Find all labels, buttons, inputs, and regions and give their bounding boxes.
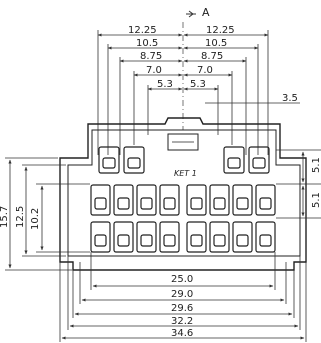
dim-bottom-29-0: 29.0: [171, 289, 193, 300]
terminal-row-upper: [90, 184, 276, 216]
right-dimension-group: [276, 149, 321, 219]
dim-bottom-34-6: 34.6: [171, 328, 193, 339]
dim-top-7-0-left: 7.0: [146, 65, 162, 76]
left-dimension-group: [5, 157, 90, 271]
view-marker: A: [186, 6, 210, 19]
dim-right-5-1-lower: 5.1: [311, 192, 321, 208]
dim-top-5-3-left: 5.3: [157, 79, 173, 90]
dim-top-7-0-right: 7.0: [197, 65, 213, 76]
dim-top-10-5-left: 10.5: [136, 38, 158, 49]
dim-top-3-5: 3.5: [282, 93, 298, 104]
dim-bottom-32-2: 32.2: [171, 316, 193, 327]
dim-top-8-75-right: 8.75: [201, 51, 223, 62]
dim-left-12-5: 12.5: [15, 206, 26, 228]
top-dimension-group: [97, 30, 300, 155]
dim-bottom-25-0: 25.0: [171, 274, 193, 285]
dim-top-8-75-left: 8.75: [140, 51, 162, 62]
dim-top-12-25-right: 12.25: [206, 25, 235, 36]
dim-bottom-29-6: 29.6: [171, 303, 193, 314]
dim-top-5-3-right: 5.3: [190, 79, 206, 90]
latch-cavities: [98, 146, 270, 174]
connector-body: [59, 117, 307, 271]
dim-right-5-1-upper: 5.1: [311, 157, 321, 173]
dim-left-10-2: 10.2: [30, 208, 41, 230]
terminal-row-lower: [90, 221, 276, 253]
dim-top-12-25-left: 12.25: [128, 25, 157, 36]
bottom-dimension-group: [59, 252, 307, 342]
view-marker-label: A: [202, 6, 210, 19]
dim-left-15-7: 15.7: [0, 206, 10, 228]
part-label: KET 1: [174, 169, 197, 178]
dim-top-10-5-right: 10.5: [205, 38, 227, 49]
